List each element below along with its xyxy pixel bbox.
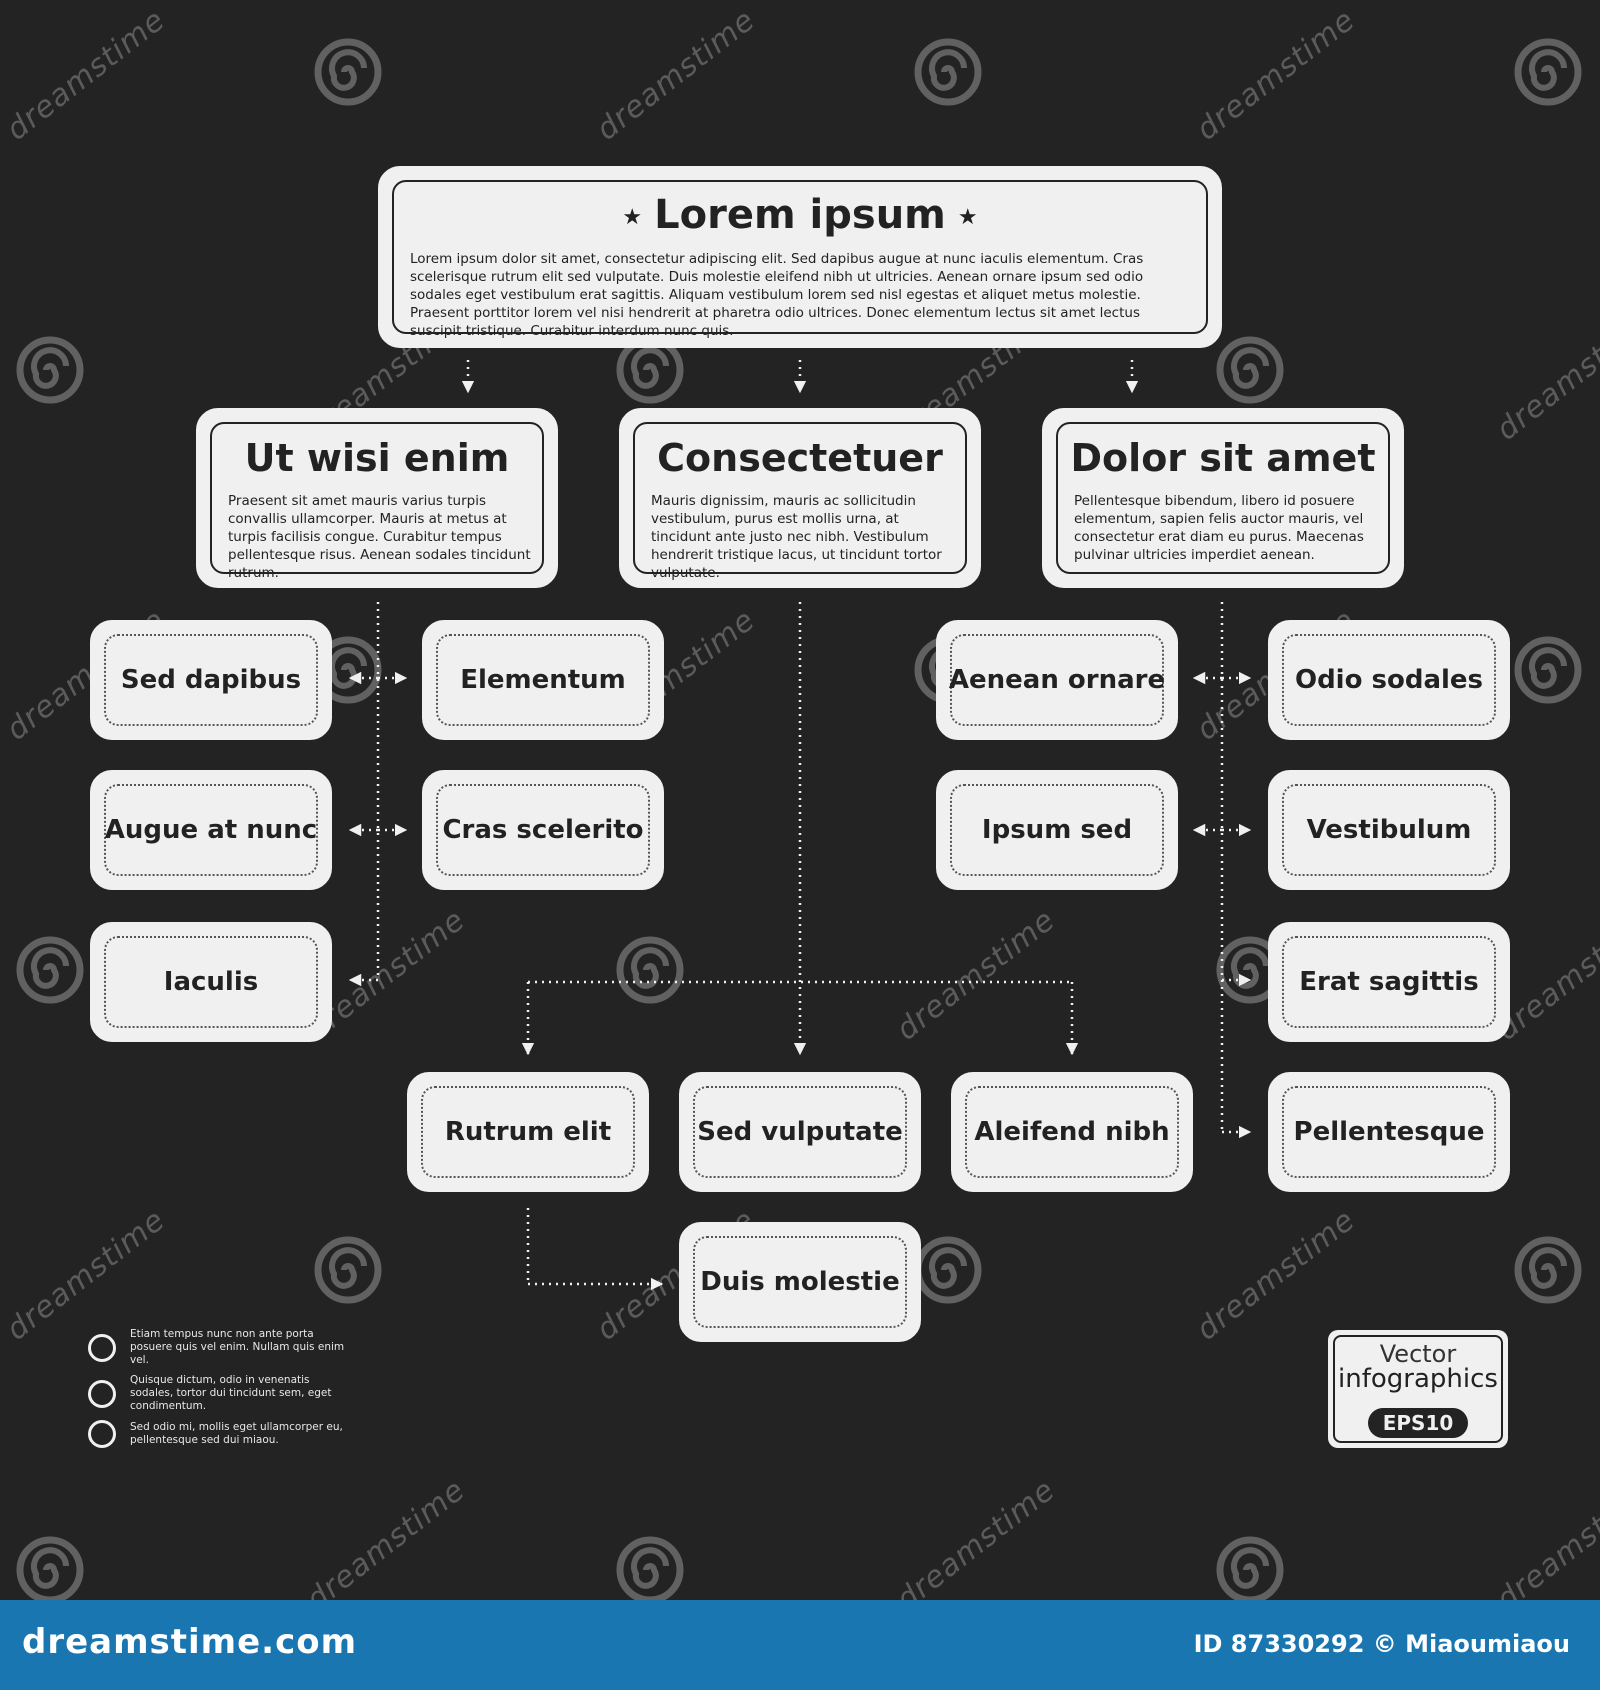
leaf-sed-vulputate: Sed vulputate	[679, 1072, 921, 1192]
leaf-frame	[693, 1086, 907, 1178]
mid-box-ut-wisi-enim: Ut wisi enim Praesent sit amet mauris va…	[196, 408, 558, 588]
leaf-frame	[1282, 1086, 1496, 1178]
mid-box-description: Mauris dignissim, mauris ac sollicitudin…	[651, 493, 942, 581]
leaf-rutrum-elit: Rutrum elit	[407, 1072, 649, 1192]
legend-item: Quisque dictum, odio in venenatis sodale…	[88, 1374, 350, 1413]
leaf-erat-sagittis: Erat sagittis	[1268, 922, 1510, 1042]
circle-icon	[88, 1379, 116, 1408]
leaf-vestibulum: Vestibulum	[1268, 770, 1510, 890]
leaf-label: Duis molestie	[700, 1267, 900, 1297]
leaf-sed-dapibus: Sed dapibus	[90, 620, 332, 740]
leaf-frame	[965, 1086, 1179, 1178]
legend-text: Etiam tempus nunc non ante porta posuere…	[130, 1328, 345, 1366]
leaf-frame	[693, 1236, 907, 1328]
leaf-frame	[104, 634, 318, 726]
image-credit: ID 87330292 © Miaoumiaou	[1193, 1630, 1570, 1658]
leaf-label: Sed dapibus	[120, 665, 302, 695]
badge-frame	[1333, 1335, 1503, 1443]
leaf-frame	[436, 634, 650, 726]
leaf-label: Aenean ornare	[948, 665, 1166, 695]
vector-infographics-badge: Vector infographics EPS10	[1328, 1330, 1508, 1448]
leaf-frame	[436, 784, 650, 876]
badge-line1: Vector	[1379, 1340, 1457, 1368]
legend-item: Etiam tempus nunc non ante porta posuere…	[88, 1328, 350, 1367]
mid-box-description: Praesent sit amet mauris varius turpis c…	[228, 493, 531, 581]
legend-item: Sed odio mi, mollis eget ullamcorper eu,…	[88, 1420, 350, 1448]
star-icon: ★	[622, 204, 643, 230]
leaf-frame	[950, 784, 1164, 876]
leaf-label: Rutrum elit	[444, 1117, 612, 1147]
mid-box-frame	[210, 422, 544, 574]
leaf-label: Iaculis	[163, 967, 259, 997]
leaf-label: Odio sodales	[1294, 665, 1484, 695]
leaf-pellentesque: Pellentesque	[1268, 1072, 1510, 1192]
leaf-label: Erat sagittis	[1299, 967, 1479, 997]
legend-text: Quisque dictum, odio in venenatis sodale…	[130, 1374, 332, 1412]
mid-box-frame	[633, 422, 967, 574]
badge-line2: infographics	[1338, 1364, 1498, 1394]
leaf-cras-scelerito: Cras scelerito	[422, 770, 664, 890]
top-box-description: Lorem ipsum dolor sit amet, consectetur …	[410, 251, 1144, 339]
leaf-label: Elementum	[460, 665, 626, 695]
leaf-label: Augue at nunc	[104, 815, 318, 845]
leaf-aenean-ornare: Aenean ornare	[936, 620, 1178, 740]
circle-icon	[88, 1333, 116, 1362]
leaf-label: Ipsum sed	[981, 815, 1133, 845]
site-logo[interactable]: dreamstime.com	[22, 1622, 358, 1662]
circle-icon	[88, 1420, 116, 1448]
leaf-label: Pellentesque	[1293, 1117, 1485, 1147]
leaf-elementum: Elementum	[422, 620, 664, 740]
top-box-frame	[392, 180, 1208, 334]
mid-box-title: Ut wisi enim	[244, 436, 510, 480]
leaf-label: Sed vulputate	[697, 1117, 903, 1147]
leaf-label: Aleifend nibh	[974, 1117, 1170, 1147]
leaf-label: Vestibulum	[1306, 815, 1472, 845]
star-icon: ★	[957, 204, 978, 230]
leaf-aleifend-nibh: Aleifend nibh	[951, 1072, 1193, 1192]
mid-box-frame	[1056, 422, 1390, 574]
legend-text: Sed odio mi, mollis eget ullamcorper eu,…	[130, 1421, 343, 1446]
leaf-frame	[104, 936, 318, 1028]
leaf-frame	[421, 1086, 635, 1178]
mid-box-title: Dolor sit amet	[1070, 436, 1376, 480]
leaf-frame	[950, 634, 1164, 726]
leaf-frame	[1282, 634, 1496, 726]
leaf-frame	[104, 784, 318, 876]
mid-box-description: Pellentesque bibendum, libero id posuere…	[1074, 493, 1364, 563]
mid-box-title: Consectetuer	[657, 436, 943, 480]
top-box-title-text: Lorem ipsum	[654, 192, 946, 238]
top-box: ★ Lorem ipsum ★ Lorem ipsum dolor sit amet…	[378, 166, 1222, 348]
leaf-augue-at-nunc: Augue at nunc	[90, 770, 332, 890]
leaf-duis-molestie: Duis molestie	[679, 1222, 921, 1342]
leaf-frame	[1282, 936, 1496, 1028]
mid-box-dolor-sit-amet: Dolor sit amet Pellentesque bibendum, li…	[1042, 408, 1404, 588]
mid-box-consectetuer: Consectetuer Mauris dignissim, mauris ac…	[619, 408, 981, 588]
leaf-ipsum-sed: Ipsum sed	[936, 770, 1178, 890]
leaf-frame	[1282, 784, 1496, 876]
leaf-label: Cras scelerito	[442, 815, 644, 845]
connector-layer	[348, 360, 1252, 1291]
top-box-title: ★ Lorem ipsum ★	[386, 192, 1214, 238]
leaf-odio-sodales: Odio sodales	[1268, 620, 1510, 740]
eps10-pill: EPS10	[1368, 1408, 1468, 1438]
footer-bar: dreamstime.com ID 87330292 © Miaoumiaou	[0, 1600, 1600, 1690]
leaf-iaculis: Iaculis	[90, 922, 332, 1042]
